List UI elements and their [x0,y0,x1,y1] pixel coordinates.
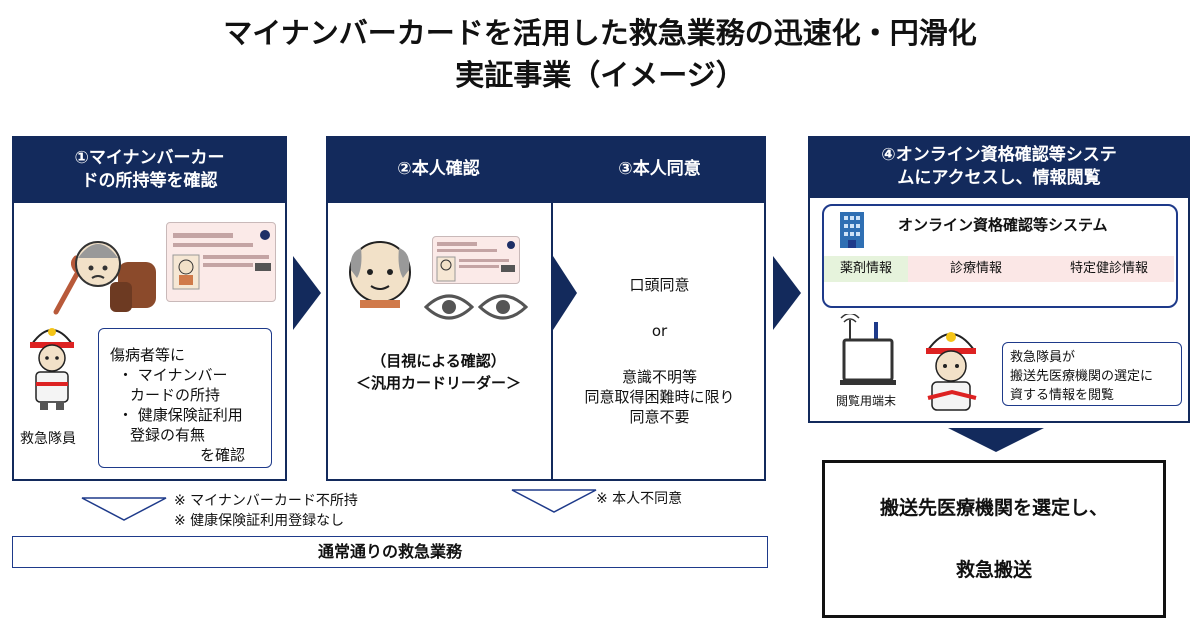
panel-card-check-header: ①マイナンバーカー ドの所持等を確認 [12,136,287,203]
panel-system-access-header-line1: ④オンライン資格確認等システ [881,145,1117,165]
note-no-card: ※ マイナンバーカード不所持 [174,493,358,509]
result-line1: 搬送先医療機関を選定し、 [879,497,1108,519]
building-icon [840,212,864,248]
panel-card-check-bubble-line2: ・ マイナンバー [118,366,228,384]
terminal-icon [840,314,896,385]
panel-card-check-header-line1: ①マイナンバーカー [74,147,225,168]
panel-system-access-bubble-line2: 搬送先医療機関の選定に [1010,369,1154,384]
panel-card-check-bubble-line1: 傷病者等に [110,346,186,364]
tag-medical-info: 診療情報 [908,256,1044,282]
panel-consent-line3: 意識不明等 [621,368,697,386]
result-line2: 救急搬送 [955,559,1032,581]
tag-drug-info: 薬剤情報 [824,256,908,282]
panel-system-access-header: ④オンライン資格確認等システ ムにアクセスし、情報閲覧 [808,136,1190,198]
tag-health-checkup-info: 特定健診情報 [1044,256,1174,282]
elderly-patient-icon [53,241,156,315]
note-no-registration: ※ 健康保険証利用登録なし [174,513,345,529]
chevron-right-icon [773,256,801,330]
normal-operations-label: 通常通りの救急業務 [317,542,462,561]
chevron-right-icon [553,256,577,330]
panel-identity-header-label: ②本人確認 [397,159,480,179]
panel-consent-header-label: ③本人同意 [618,159,701,179]
panel-identity-header: ②本人確認 [326,136,551,203]
chevron-down-outline-icon [81,497,167,521]
panel-card-check-bubble [98,328,272,468]
panel-identity-caption-line2: ＜汎用カードリーダー＞ [355,374,521,392]
panel-consent-line1: 口頭同意 [629,276,690,294]
normal-operations-box [12,536,768,568]
panel-consent-line5: 同意不要 [629,408,690,426]
panel-card-check-bubble-line4: ・ 健康保険証利用 [118,406,243,424]
panel-divider [551,136,553,481]
chevron-down-icon [948,428,1044,452]
panel-card-check-bubble-line3: カードの所持 [130,386,221,404]
chevron-down-outline-icon [511,489,597,513]
terminal-label: 閲覧用端末 [836,394,897,408]
page-title-line1: マイナンバーカードを活用した救急業務の迅速化・円滑化 [223,16,977,50]
mynumber-card-icon [432,236,520,284]
panel-system-access-bubble-line1: 救急隊員が [1010,350,1076,365]
panel-consent-header: ③本人同意 [553,136,766,203]
paramedic-icon [926,332,977,411]
online-system-title: オンライン資格確認等システム [898,216,1108,234]
panel-system-access-bubble-line3: 資する情報を閲覧 [1010,388,1115,403]
result-box [822,460,1166,618]
paramedic-icon [30,328,74,410]
elderly-face-icon [349,241,411,308]
panel-identity-caption-line1: （目視による確認） [371,352,506,370]
panel-card-check-bubble-line6: を確認 [200,446,246,464]
mynumber-card-icon [166,222,276,302]
chevron-right-icon [293,256,321,330]
page-title-line2: 実証事業（イメージ） [455,58,745,92]
eye-icon [478,294,528,320]
eye-icon [424,294,474,320]
paramedic-label: 救急隊員 [20,431,76,447]
panel-system-access-bubble [1002,342,1182,406]
panel-card-check-header-line2: ドの所持等を確認 [81,170,218,191]
panel-card-check-bubble-line5: 登録の有無 [130,426,206,444]
note-no-consent: ※ 本人不同意 [596,491,683,507]
panel-consent-line2: or [651,322,668,340]
panel-system-access-header-line2: ムにアクセスし、情報閲覧 [897,168,1101,188]
panel-consent-line4: 同意取得困難時に限り [584,388,735,406]
